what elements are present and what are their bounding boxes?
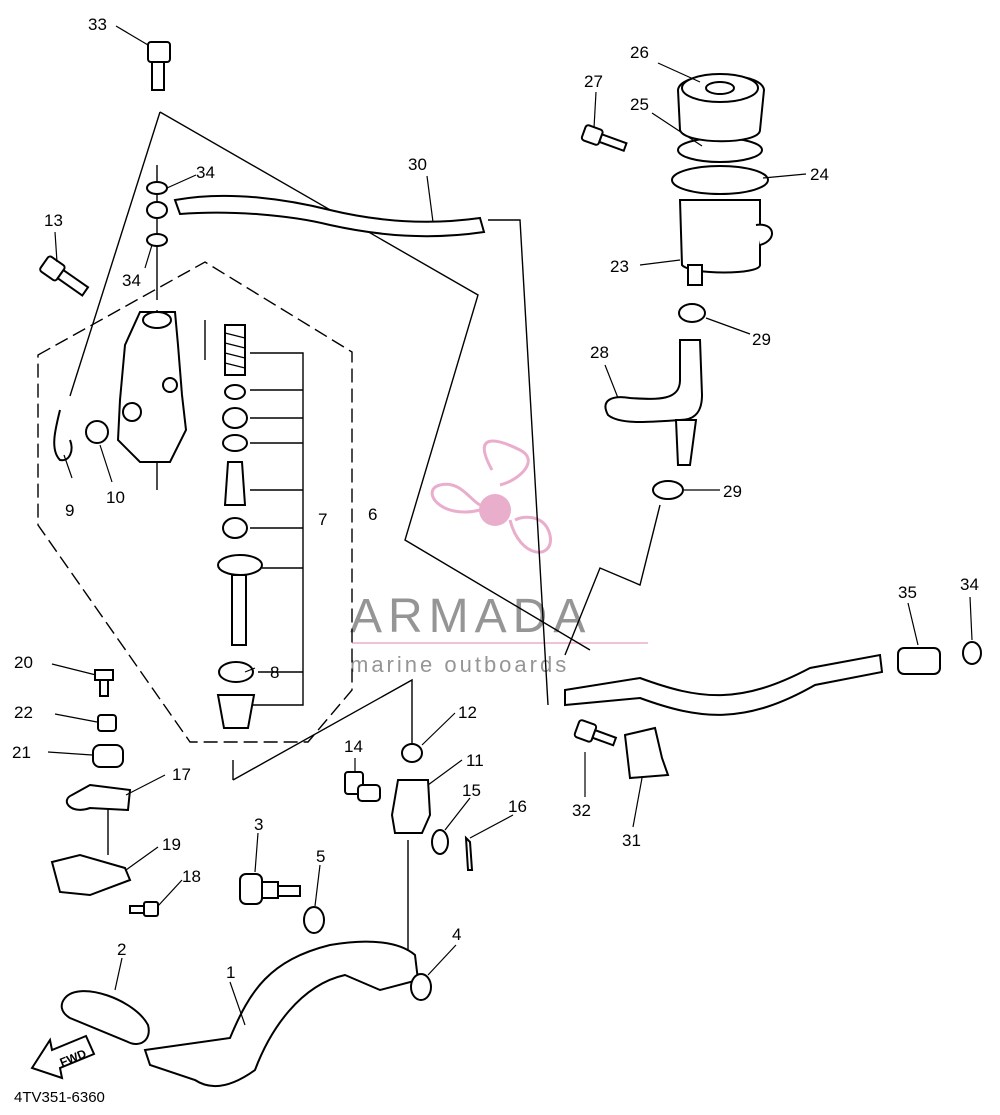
nut-12 (401, 743, 423, 763)
pin-9 (53, 409, 73, 462)
callout-31: 31 (622, 831, 641, 850)
cotter-pin-16 (464, 835, 474, 871)
callout-5: 5 (316, 847, 325, 866)
watermark-title: ARMADA (350, 590, 591, 643)
bolt-13 (39, 255, 90, 297)
guide-lines (69, 111, 661, 950)
callouts: 33 34 13 34 9 10 30 26 27 25 24 23 29 28… (12, 15, 979, 982)
washer-5 (303, 906, 325, 934)
callout-3: 3 (254, 815, 263, 834)
assembly-boundary (37, 261, 353, 743)
callout-33: 33 (88, 15, 107, 34)
dust-boot (216, 694, 256, 729)
bracket-19 (50, 853, 132, 897)
bolt-33 (147, 41, 171, 91)
washer-34-line (962, 641, 982, 665)
callout-29-lower: 29 (723, 482, 742, 501)
fitting-35 (897, 647, 941, 675)
piston-kit-7 (217, 324, 263, 646)
propeller-logo (430, 439, 552, 554)
hose-30 (173, 194, 486, 238)
screw-27 (580, 124, 628, 153)
callout-28: 28 (590, 343, 609, 362)
callout-4: 4 (452, 925, 461, 944)
callout-10: 10 (106, 488, 125, 507)
callout-20: 20 (14, 653, 33, 672)
brake-pedal-1 (143, 940, 420, 1087)
leader-lines (47, 25, 973, 1026)
reservoir (671, 73, 773, 286)
washer-15 (431, 829, 449, 855)
callout-35: 35 (898, 583, 917, 602)
bolt-32 (573, 719, 618, 747)
hose-28-stub (674, 419, 698, 466)
callout-34-upper: 34 (196, 163, 215, 182)
watermark: ARMADA marine outboards (350, 439, 648, 677)
callout-26: 26 (630, 43, 649, 62)
pin-14 (344, 771, 381, 802)
pedal-rubber-2 (60, 990, 150, 1045)
collar-22 (97, 714, 117, 732)
callout-11: 11 (466, 751, 484, 770)
callout-8: 8 (270, 663, 279, 682)
watermark-subtitle: marine outboards (350, 652, 569, 677)
callout-7: 7 (318, 510, 327, 529)
diagram-code: 4TV351-6360 (14, 1089, 105, 1106)
callout-13: 13 (44, 211, 63, 230)
callout-32: 32 (572, 801, 591, 820)
fwd-arrow-icon: FWD (30, 1034, 96, 1080)
callout-34-line: 34 (960, 575, 979, 594)
clevis-11 (390, 779, 432, 834)
callout-16: 16 (508, 797, 527, 816)
callout-9: 9 (65, 501, 74, 520)
clamp-29-upper (678, 303, 706, 323)
callout-1: 1 (226, 963, 235, 982)
callout-34-lower: 34 (122, 271, 141, 290)
callout-25: 25 (630, 95, 649, 114)
callout-18: 18 (182, 867, 201, 886)
washer-4 (410, 973, 432, 1001)
callout-17: 17 (172, 765, 191, 784)
callout-27: 27 (584, 72, 603, 91)
grommet-21 (92, 744, 124, 768)
washer-34-middle (146, 201, 168, 219)
callout-12: 12 (458, 703, 477, 722)
callout-29-upper: 29 (752, 330, 771, 349)
callout-22: 22 (14, 703, 33, 722)
pivot-bolt-3 (239, 873, 301, 905)
washer-34-lower (146, 233, 168, 247)
callout-19: 19 (162, 835, 181, 854)
clamp-31 (623, 726, 670, 780)
washer-34-upper (146, 181, 168, 195)
callout-23: 23 (610, 257, 629, 276)
screw-20 (94, 669, 114, 697)
callout-24: 24 (810, 165, 829, 184)
brake-line (564, 653, 884, 716)
callout-6: 6 (368, 505, 377, 524)
screw-18 (129, 901, 159, 917)
master-cylinder-body (116, 311, 188, 463)
hose-28 (604, 339, 704, 424)
bracket-17 (65, 783, 132, 812)
circlip-8 (218, 661, 254, 683)
boot-10 (85, 420, 109, 444)
callout-14: 14 (344, 737, 363, 756)
callout-2: 2 (117, 940, 126, 959)
clamp-29-lower (652, 480, 684, 500)
callout-30: 30 (408, 155, 427, 174)
callout-21: 21 (12, 743, 31, 762)
callout-15: 15 (462, 781, 481, 800)
